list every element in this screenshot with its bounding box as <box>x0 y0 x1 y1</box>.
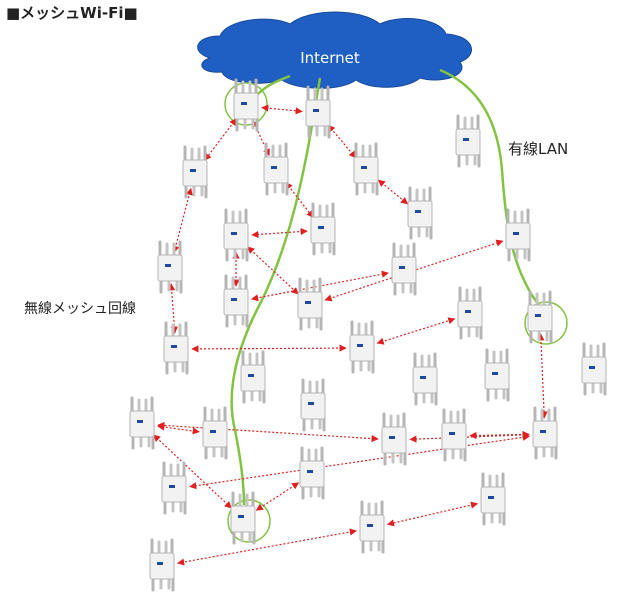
mesh-link-23 <box>255 482 300 511</box>
access-point-15 <box>162 321 190 375</box>
access-point-5 <box>454 114 482 168</box>
mesh-link-9 <box>247 246 299 295</box>
mesh-line-label: 無線メッシュ回線 <box>24 301 136 317</box>
access-point-32 <box>358 500 386 554</box>
access-point-25 <box>128 396 156 450</box>
access-point-14 <box>156 240 184 294</box>
access-point-20 <box>411 352 439 406</box>
access-point-27 <box>440 408 468 462</box>
access-point-12 <box>390 242 418 296</box>
mesh-link-15 <box>376 317 456 345</box>
mesh-link-14 <box>191 344 347 353</box>
access-point-22 <box>239 350 267 404</box>
mesh-link-4 <box>327 124 357 159</box>
mesh-link-5 <box>285 182 314 218</box>
access-point-19 <box>580 342 608 396</box>
access-point-4 <box>262 142 290 196</box>
mesh-link-7 <box>377 179 409 205</box>
access-point-16 <box>456 286 484 340</box>
mesh-link-16 <box>537 333 548 419</box>
access-point-13 <box>504 208 532 262</box>
access-point-30 <box>298 446 326 500</box>
mesh-link-6 <box>251 227 308 239</box>
mesh-link-21 <box>157 423 200 435</box>
mesh-link-2 <box>261 104 303 115</box>
mesh-link-20 <box>157 421 379 443</box>
access-point-29 <box>160 461 188 515</box>
access-point-23 <box>299 378 327 432</box>
access-point-18 <box>526 290 554 344</box>
access-point-10 <box>222 274 250 328</box>
wired-line-3 <box>439 68 544 311</box>
access-point-28 <box>531 406 559 460</box>
wired-line-1 <box>257 74 291 95</box>
access-point-9 <box>406 186 434 240</box>
access-point-2 <box>181 145 209 199</box>
access-point-26 <box>380 412 408 466</box>
mesh-link-19 <box>409 431 530 443</box>
mesh-link-26 <box>177 528 357 566</box>
access-point-6 <box>309 202 337 256</box>
mesh-link-22 <box>153 434 232 509</box>
mesh-link-12 <box>172 187 193 254</box>
access-point-34 <box>148 538 176 592</box>
access-point-24 <box>201 406 229 460</box>
access-point-7 <box>352 142 380 196</box>
access-point-8 <box>222 208 250 262</box>
access-point-11 <box>296 277 324 331</box>
internet-cloud <box>197 11 472 89</box>
page-title: ■メッシュWi-Fi■ <box>6 4 138 22</box>
wired-lan-label: 有線LAN <box>508 140 568 158</box>
access-point-17 <box>348 320 376 374</box>
access-point-1 <box>232 78 260 132</box>
mesh-link-1 <box>204 118 237 161</box>
mesh-link-18 <box>189 433 530 490</box>
internet-label: Internet <box>300 49 360 67</box>
access-point-33 <box>479 472 507 526</box>
access-point-21 <box>483 348 511 402</box>
mesh-link-25 <box>386 501 479 527</box>
